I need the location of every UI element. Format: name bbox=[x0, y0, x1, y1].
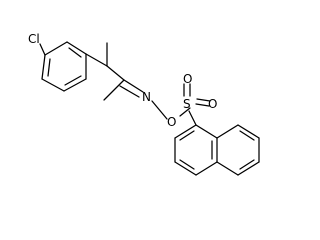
o-s-bond bbox=[179, 107, 191, 117]
ring-double-bond bbox=[64, 75, 82, 86]
imine-double-bond bbox=[119, 79, 144, 98]
so-bond-line bbox=[196, 98, 211, 102]
ring-double-bond bbox=[239, 159, 255, 170]
naphthalene-ring-system bbox=[174, 124, 260, 176]
sulfonyl-oxygen-upper-label: O bbox=[183, 72, 192, 86]
ch-imine-carbon-bond bbox=[106, 65, 125, 81]
ring-double-bond bbox=[179, 130, 195, 141]
alkyl-chain bbox=[85, 42, 125, 101]
chemical-structure-diagram: Cl N O S O O bbox=[28, 32, 260, 176]
imine-bond-line bbox=[123, 79, 144, 93]
n-o-bond bbox=[151, 100, 168, 120]
chloro-bond bbox=[39, 43, 46, 56]
ring-bond bbox=[174, 161, 197, 176]
ring-bond bbox=[66, 41, 87, 55]
ring-double-bond bbox=[47, 58, 51, 77]
so-bond-line bbox=[195, 103, 210, 107]
ring-bond bbox=[237, 124, 260, 139]
ring-bond bbox=[63, 78, 87, 92]
sulfonyl-oxygen-right-label: O bbox=[208, 97, 217, 111]
sulfonyl-double-bond-right bbox=[195, 98, 211, 107]
ring-double-bond bbox=[239, 130, 255, 141]
ring-double-bond bbox=[179, 159, 195, 170]
sulfonyl-double-bond-upper bbox=[183, 83, 191, 97]
s-aryl-bond bbox=[188, 110, 197, 126]
ring-bond bbox=[44, 41, 68, 56]
ring-bond bbox=[41, 54, 46, 80]
imine-methyl-bond bbox=[103, 79, 125, 101]
ring-bond bbox=[41, 78, 65, 92]
ring-bond bbox=[195, 124, 218, 139]
ring-bond bbox=[195, 161, 218, 176]
ring-bond bbox=[237, 161, 260, 176]
chlorophenyl-ring bbox=[41, 41, 87, 92]
oxime-oxygen-label: O bbox=[167, 115, 176, 129]
ring-bond bbox=[216, 161, 239, 176]
imine-nitrogen-label: N bbox=[142, 90, 151, 104]
imine-bond-line bbox=[119, 85, 140, 98]
aryl-ch-bond bbox=[85, 53, 108, 67]
ring-bond bbox=[174, 124, 197, 139]
ring-bond bbox=[216, 124, 239, 139]
ring-double-bond bbox=[68, 47, 82, 58]
chlorine-label: Cl bbox=[28, 32, 40, 46]
sulfur-label: S bbox=[183, 97, 191, 111]
